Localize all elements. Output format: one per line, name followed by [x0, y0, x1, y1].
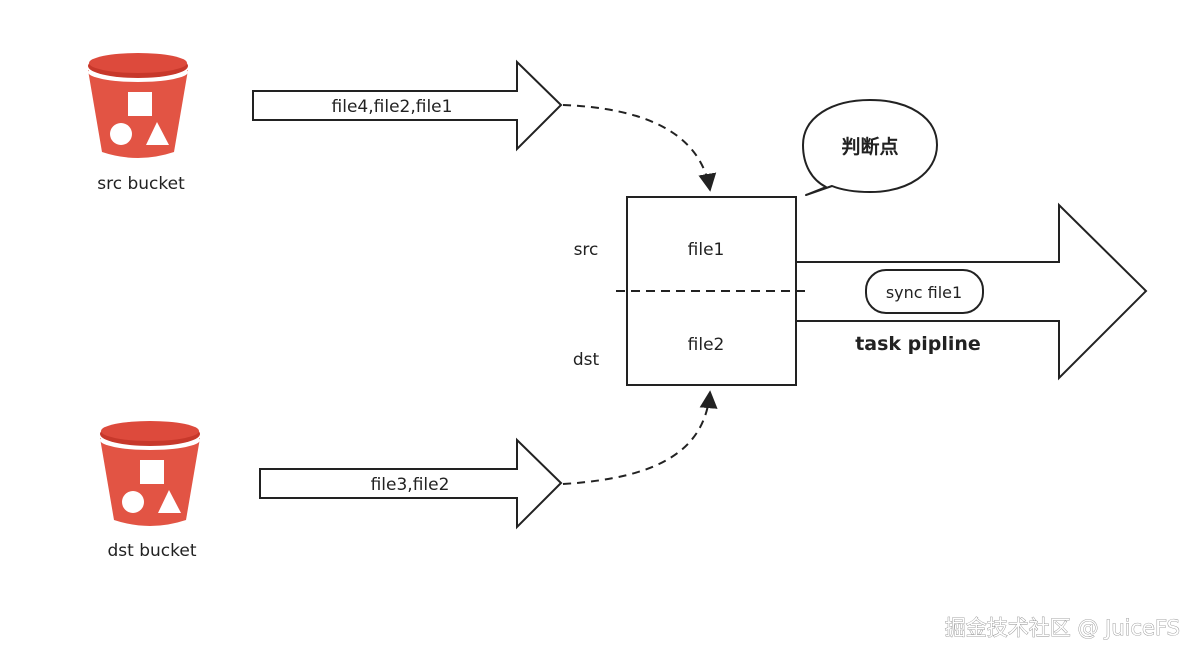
block-arrow-shape — [259, 437, 563, 530]
compare-src-side-label: src — [574, 240, 599, 260]
dst-bucket-label: dst bucket — [108, 541, 197, 561]
callout-text: 判断点 — [841, 135, 898, 158]
compare-dst-side-label: dst — [573, 350, 600, 370]
watermark: 掘金技术社区 @ JuiceFS — [945, 616, 1180, 640]
pipeline-label: task pipline — [855, 333, 981, 355]
compare-dst-value: file2 — [688, 335, 725, 355]
src-bucket-label: src bucket — [97, 174, 185, 194]
s3-bucket-icon — [100, 421, 200, 526]
dst-stream-arrow: file3,file2 — [259, 437, 563, 530]
task-pipeline-arrow: sync file1 task pipline — [795, 202, 1148, 381]
dst-bucket: dst bucket — [100, 421, 200, 561]
task-pill-label: sync file1 — [886, 283, 962, 302]
block-arrow-shape — [252, 59, 563, 152]
compare-src-value: file1 — [688, 240, 725, 260]
compare-box: file1 file2 src dst — [573, 196, 806, 386]
s3-bucket-icon — [88, 53, 188, 158]
speech-bubble-shape — [802, 99, 938, 196]
src-bucket: src bucket — [88, 53, 188, 194]
src-stream-label: file4,file2,file1 — [332, 97, 453, 117]
dst-connector-dashed — [562, 390, 718, 485]
decision-point-callout: 判断点 — [802, 99, 938, 196]
dst-stream-label: file3,file2 — [371, 475, 450, 495]
src-connector-dashed — [562, 104, 717, 192]
src-stream-arrow: file4,file2,file1 — [252, 59, 563, 152]
task-pill — [865, 269, 984, 314]
